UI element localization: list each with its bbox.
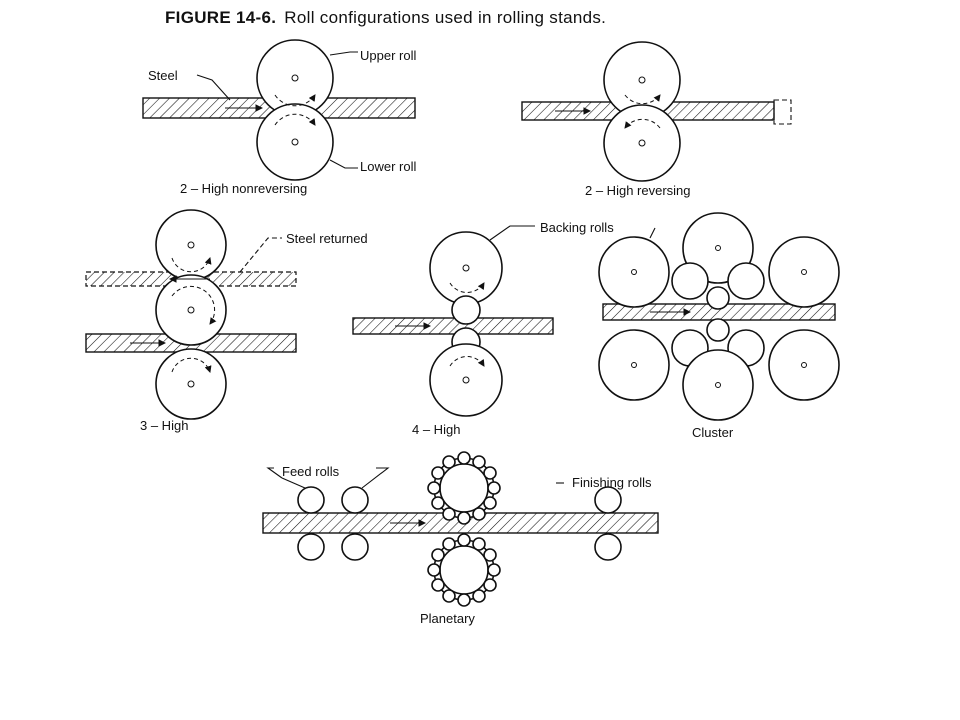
cluster-intermediate-roll bbox=[671, 262, 709, 300]
figure-title: Roll configurations used in rolling stan… bbox=[284, 8, 607, 27]
finishing-roll bbox=[594, 533, 622, 561]
cluster-work-roll bbox=[706, 286, 730, 310]
label-steel: Steel bbox=[148, 68, 178, 83]
upper-work-roll bbox=[451, 295, 481, 325]
label-two-high-nonreversing: 2 – High nonreversing bbox=[180, 181, 307, 196]
figure-number: FIGURE 14-6. bbox=[165, 8, 277, 27]
finishing-roll bbox=[594, 486, 622, 514]
plate-extension bbox=[773, 99, 792, 125]
label-cluster: Cluster bbox=[692, 425, 734, 440]
steel-plate bbox=[352, 317, 554, 335]
label-lower-roll: Lower roll bbox=[360, 159, 416, 174]
cluster-diagram: Cluster bbox=[598, 212, 840, 440]
planetary-upper-inner bbox=[439, 463, 489, 513]
label-upper-roll: Upper roll bbox=[360, 48, 416, 63]
four-high-diagram: Backing rolls 4 – High bbox=[352, 220, 614, 437]
cluster-work-roll bbox=[706, 318, 730, 342]
feed-roll bbox=[341, 486, 369, 514]
label-feed-rolls: Feed rolls bbox=[282, 464, 340, 479]
two-high-reversing-diagram: 2 – High reversing bbox=[521, 41, 792, 198]
three-high-diagram: Steel returned 3 – High bbox=[85, 209, 368, 433]
label-steel-returned: Steel returned bbox=[286, 231, 368, 246]
two-high-nonreversing-diagram: Steel Upper roll Lower roll 2 – High non… bbox=[142, 39, 416, 196]
cluster-intermediate-roll bbox=[727, 262, 765, 300]
planetary-lower-inner bbox=[439, 545, 489, 595]
figure-caption: FIGURE 14-6. Roll configurations used in … bbox=[165, 8, 606, 28]
planetary-diagram: Feed rolls Finishing rolls Planetary bbox=[262, 451, 659, 626]
feed-roll bbox=[341, 533, 369, 561]
label-planetary: Planetary bbox=[420, 611, 475, 626]
label-backing-rolls: Backing rolls bbox=[540, 220, 614, 235]
feed-roll bbox=[297, 533, 325, 561]
planetary-upper-satellites bbox=[427, 451, 501, 525]
label-four-high: 4 – High bbox=[412, 422, 460, 437]
planetary-lower-satellites bbox=[427, 533, 501, 607]
label-finishing-rolls: Finishing rolls bbox=[572, 475, 652, 490]
label-three-high: 3 – High bbox=[140, 418, 188, 433]
label-two-high-reversing: 2 – High reversing bbox=[585, 183, 691, 198]
feed-roll bbox=[297, 486, 325, 514]
